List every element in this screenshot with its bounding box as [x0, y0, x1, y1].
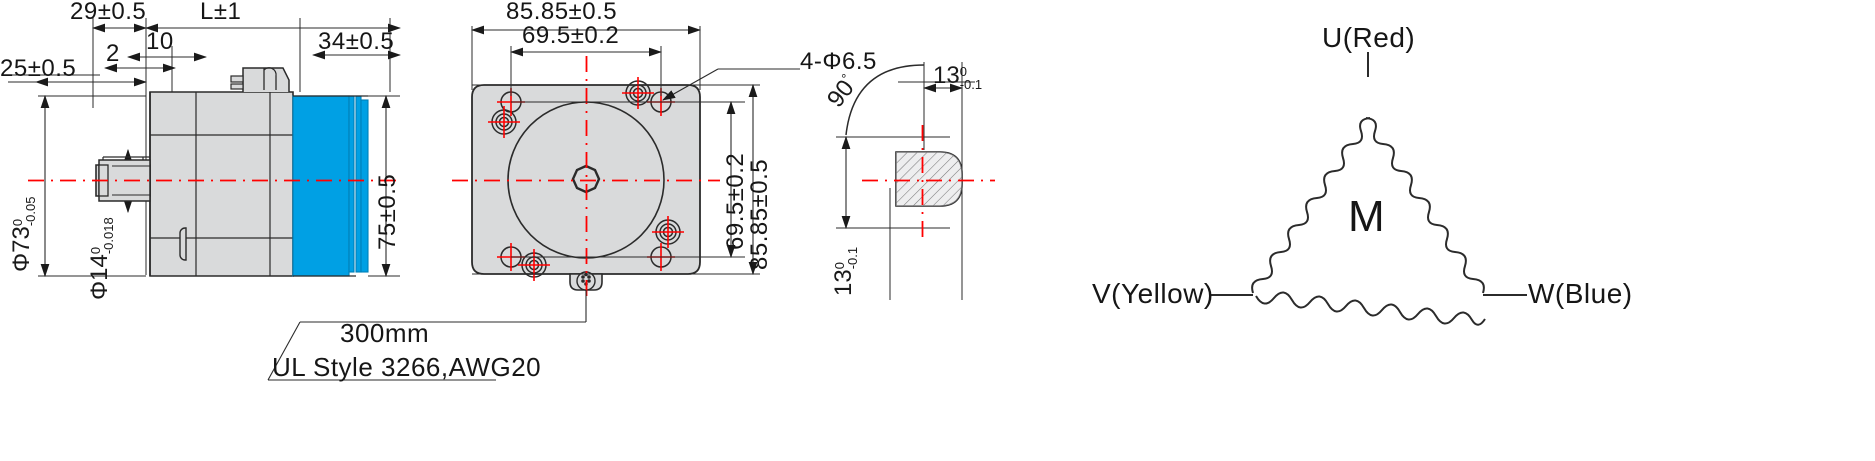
dim-13w-value: 13	[933, 62, 960, 89]
dim-13w-tolerance: 0-0.1	[959, 63, 983, 92]
dim-34: 34±0.5	[318, 28, 395, 55]
dim-mounting-holes: 4-Φ6.5	[800, 48, 877, 75]
dim-L: L±1	[200, 0, 242, 25]
dim-73-value: Φ73	[8, 226, 35, 272]
dim-25: 25±0.5	[0, 55, 77, 82]
dim-13h-tolerance: 0-0.1	[831, 246, 860, 270]
dim-width-outer: 85.85±0.5	[506, 0, 618, 25]
dim-2: 2	[106, 40, 120, 67]
dim-13h-value: 13	[830, 269, 857, 296]
dim-73-tolerance: 0-0.05	[9, 196, 38, 227]
motor-symbol-m: M	[1348, 192, 1386, 241]
dim-height-outer: 85.85±0.5	[746, 158, 773, 270]
cable-spec-note: UL Style 3266,AWG20	[272, 352, 542, 382]
dim-14-tolerance: 0-0.018	[87, 217, 116, 255]
terminal-label-u: U(Red)	[1322, 22, 1416, 53]
dim-width-inner: 69.5±0.2	[522, 22, 620, 49]
cable-length-note: 300mm	[340, 318, 430, 348]
terminal-label-w: W(Blue)	[1528, 278, 1633, 309]
terminal-label-v: V(Yellow)	[1092, 278, 1214, 309]
dim-10: 10	[146, 28, 174, 55]
dim-29: 29±0.5	[70, 0, 147, 25]
dim-75: 75±0.5	[374, 173, 401, 250]
dim-14-value: Φ14	[86, 254, 113, 300]
